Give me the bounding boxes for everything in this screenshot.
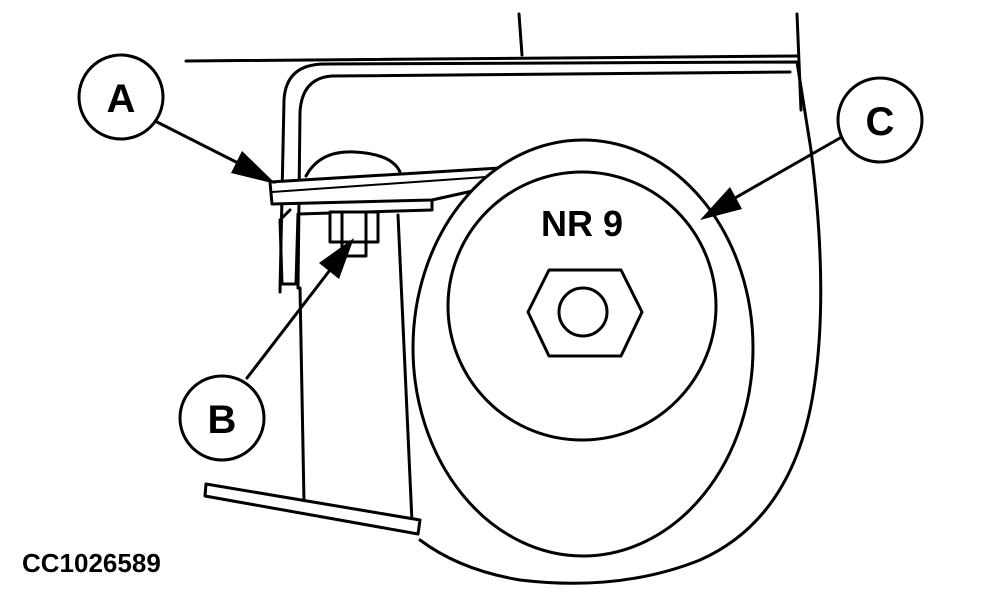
bracket-plate bbox=[268, 166, 506, 206]
line-art bbox=[155, 12, 842, 585]
callout-label-a: A bbox=[107, 77, 136, 121]
callout-circles bbox=[77, 53, 924, 462]
roller-hex-nut bbox=[526, 268, 644, 358]
housing-outline bbox=[278, 60, 823, 585]
guide-line-left bbox=[298, 286, 306, 504]
leader-line-a bbox=[155, 120, 242, 166]
housing-inner-edge bbox=[296, 70, 792, 290]
arrowheads bbox=[231, 151, 742, 279]
guide-line-right bbox=[396, 213, 414, 524]
callout-label-c: C bbox=[866, 100, 895, 144]
callout-circle-b bbox=[178, 374, 266, 462]
figure-id: CC1026589 bbox=[22, 548, 161, 578]
bracket-flange bbox=[278, 198, 434, 286]
bracket-edge bbox=[271, 175, 501, 193]
mounting-cap bbox=[304, 150, 402, 178]
frame-vertical-line bbox=[517, 12, 524, 57]
frame-top-line bbox=[184, 54, 799, 63]
roller-outer bbox=[411, 138, 755, 558]
part-marking: NR 9 bbox=[541, 203, 623, 244]
leader-line-c bbox=[733, 136, 842, 200]
callout-circle-a bbox=[77, 53, 165, 141]
arrowhead-c bbox=[700, 187, 742, 220]
leader-line-b bbox=[245, 268, 332, 380]
arrowhead-a bbox=[231, 151, 276, 184]
roller-inner-rim bbox=[446, 170, 718, 442]
arrowhead-b bbox=[319, 238, 354, 279]
bottom-plate bbox=[203, 482, 422, 536]
callout-circle-c bbox=[836, 76, 924, 164]
fastener-nut bbox=[328, 210, 380, 244]
frame-right-line bbox=[795, 12, 803, 112]
roller-axle bbox=[557, 286, 609, 338]
callout-label-b: B bbox=[208, 398, 237, 442]
